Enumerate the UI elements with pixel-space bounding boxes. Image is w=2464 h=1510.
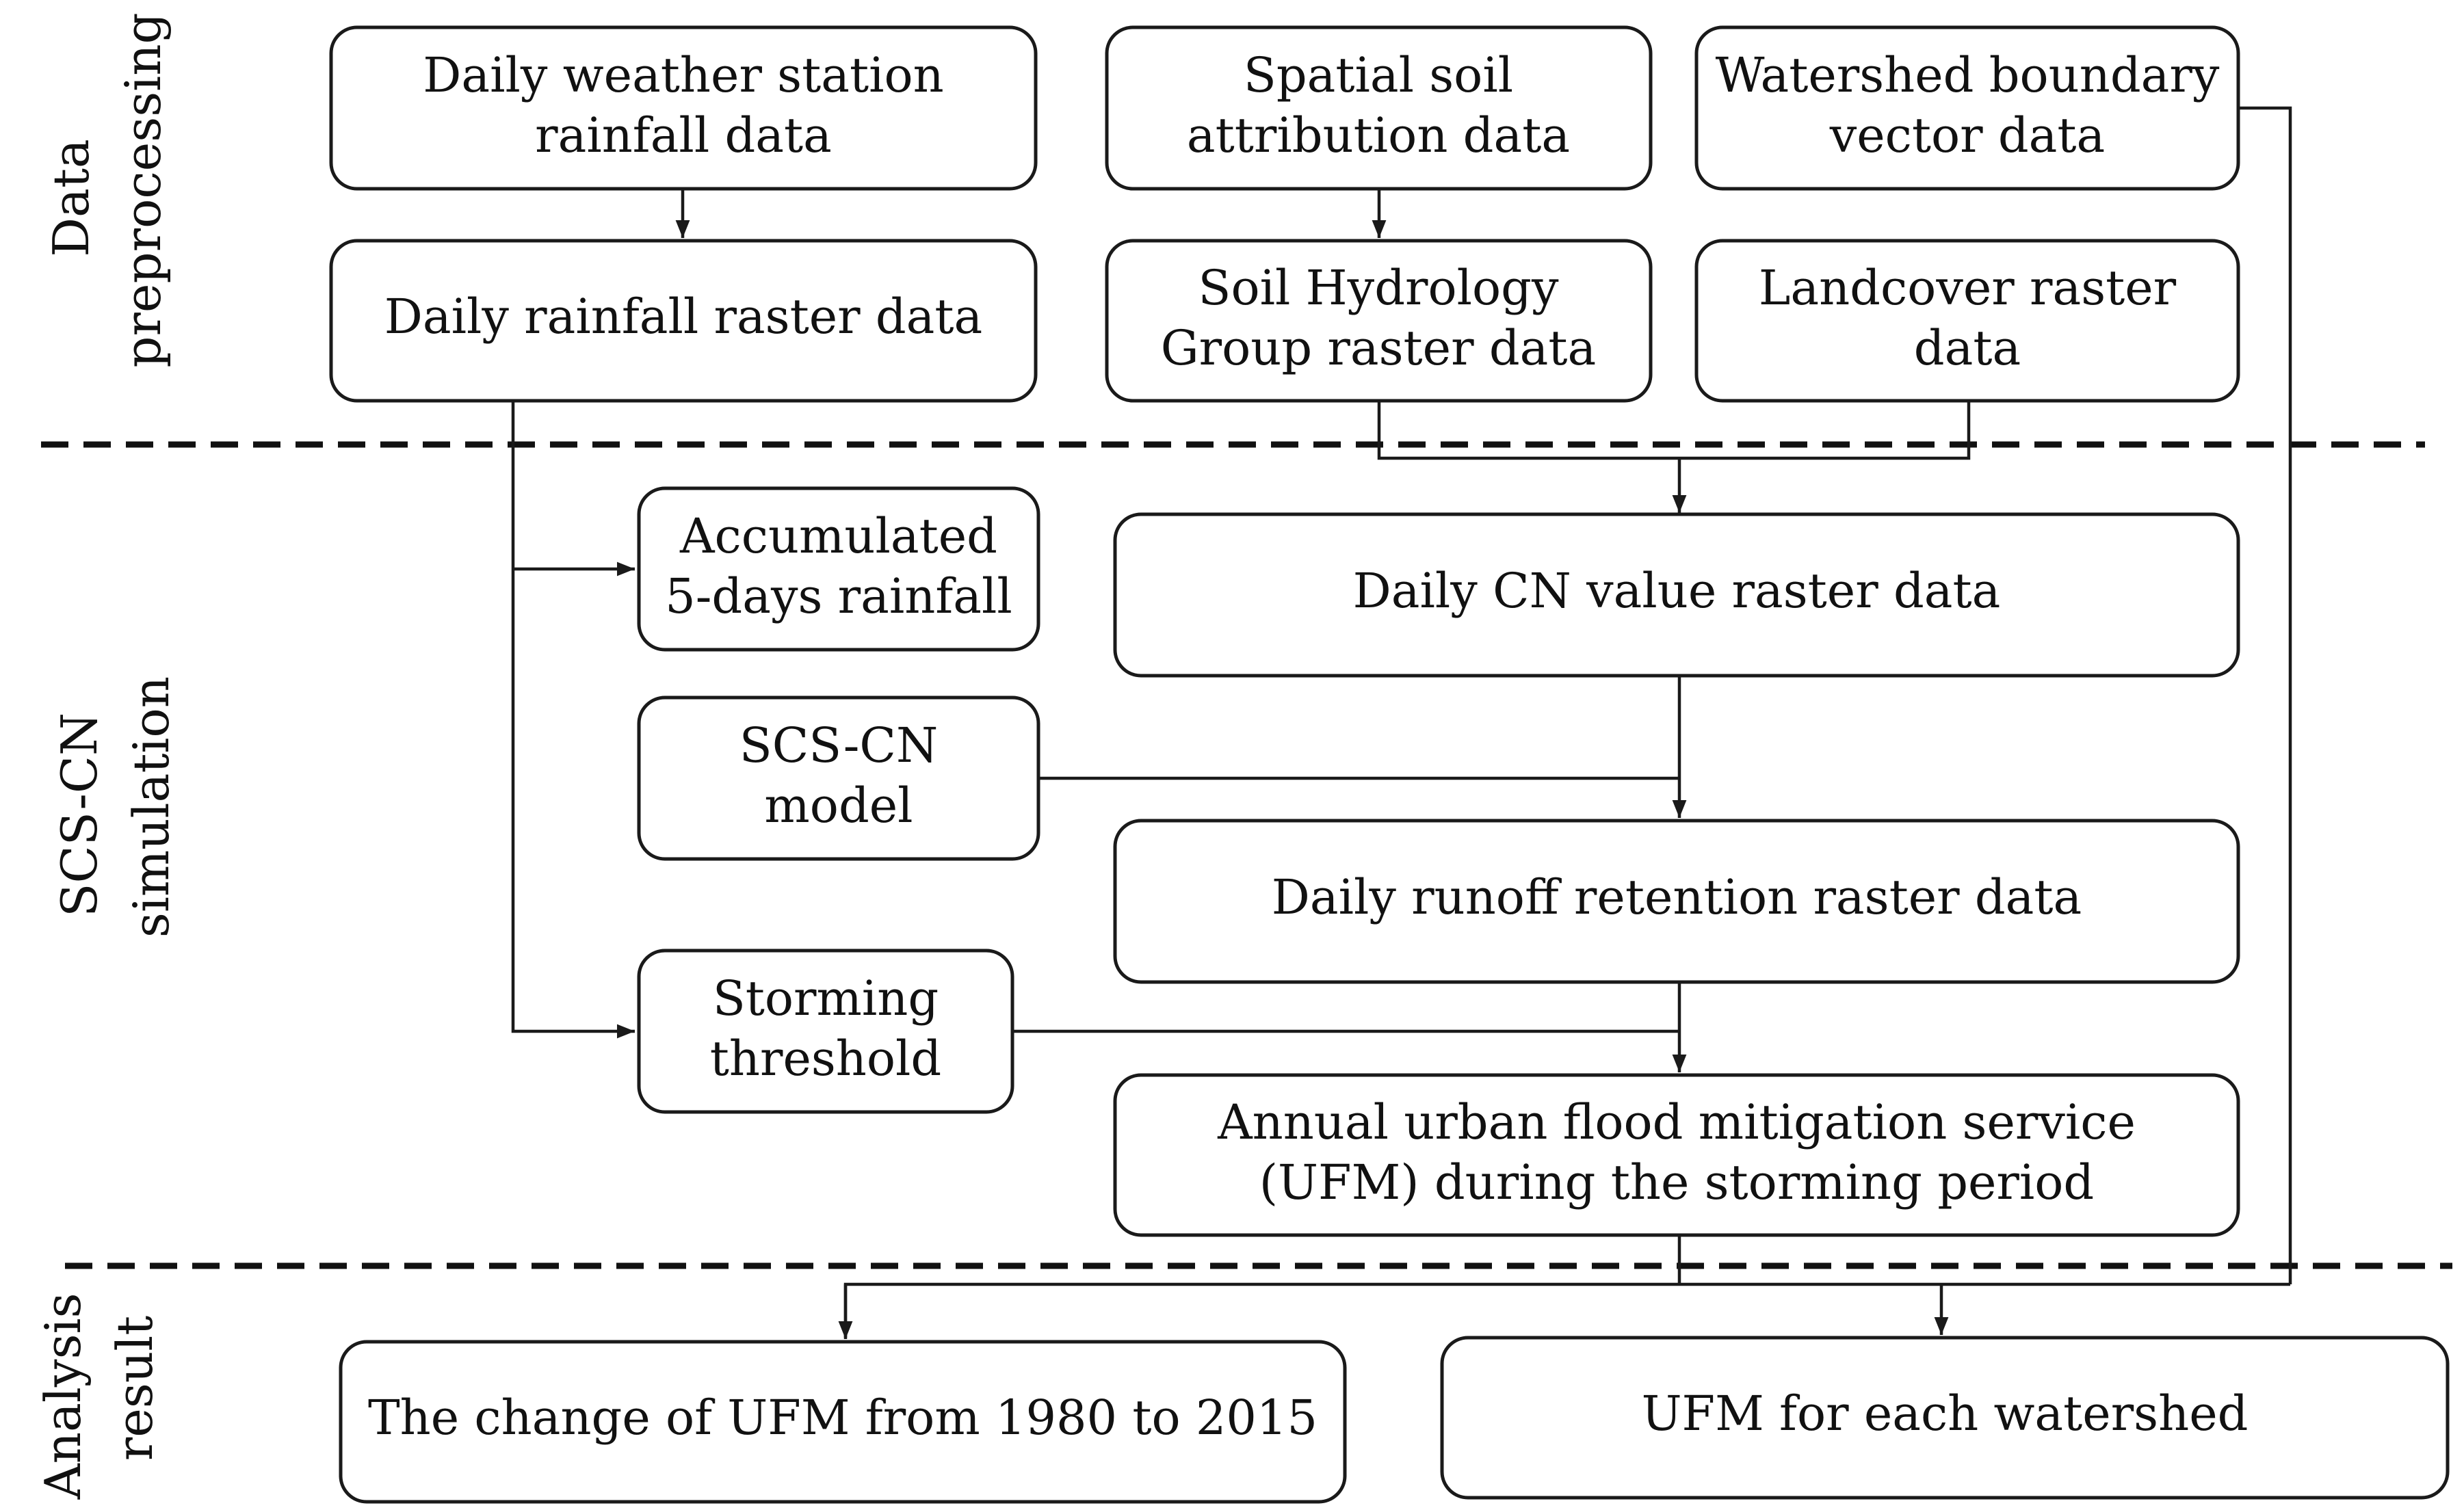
- section-label-preprocessing: Data preprocessing: [42, 12, 172, 367]
- svg-text:Daily rainfall raster data: Daily rainfall raster data: [384, 289, 983, 345]
- connector-watershed-route: [2238, 106, 2292, 1284]
- box-annual-ufm: Annual urban flood mitigation service(UF…: [1113, 1073, 2240, 1237]
- svg-text:Daily CN value raster data: Daily CN value raster data: [1353, 563, 2001, 619]
- box-ufm-change: The change of UFM from 1980 to 2015: [339, 1340, 1347, 1504]
- box-ufm-each-watershed: UFM for each watershed: [1440, 1336, 2450, 1500]
- box-rainfall-raster: Daily rainfall raster data: [329, 239, 1038, 403]
- svg-text:The change of UFM from 1980 to: The change of UFM from 1980 to 2015: [368, 1390, 1318, 1446]
- svg-text:Daily runoff retention raster: Daily runoff retention raster data: [1272, 869, 2082, 925]
- svg-text:UFM for each watershed: UFM for each watershed: [1642, 1386, 2249, 1442]
- section-label-simulation: SCS-CN simulation: [51, 676, 180, 938]
- connector-rain-trunk: [511, 401, 635, 1039]
- svg-text:Annual urban flood mitigation: Annual urban flood mitigation service(UF…: [1217, 1094, 2136, 1210]
- connectors: [511, 106, 2292, 1339]
- box-runoff-retention: Daily runoff retention raster data: [1113, 819, 2240, 984]
- connector-output-bar: [843, 1282, 2290, 1338]
- section-label-analysis: Analysis result: [34, 1277, 163, 1500]
- box-daily-cn: Daily CN value raster data: [1113, 512, 2240, 678]
- connector-soil-landcover-merge: [1377, 401, 1971, 460]
